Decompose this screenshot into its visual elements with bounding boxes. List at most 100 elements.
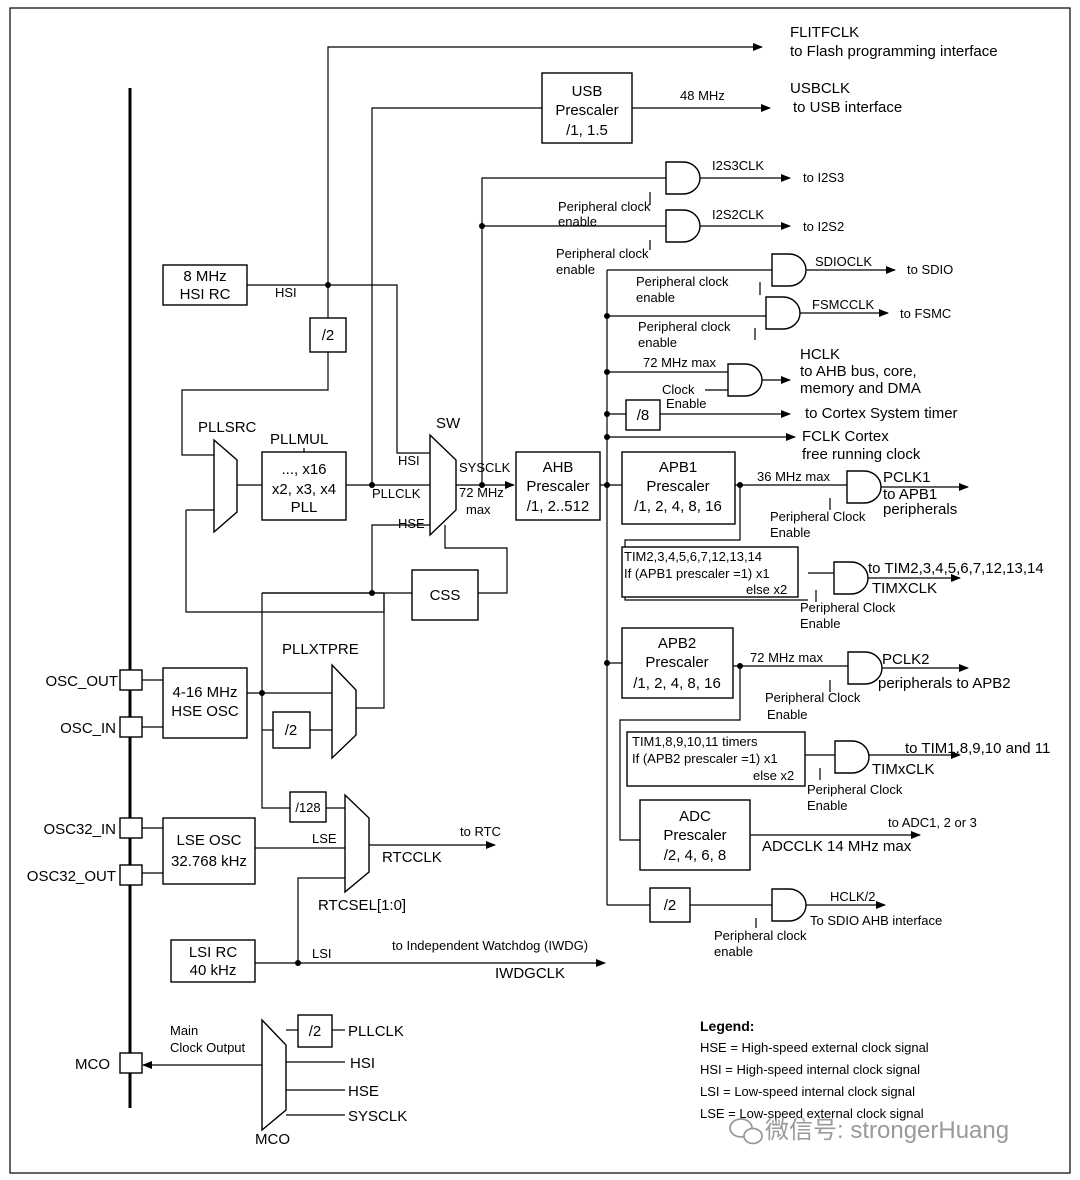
hclk2-and-gate <box>771 888 807 922</box>
pllsrc-label: PLLSRC <box>198 419 257 436</box>
legend-item-hse: HSE = High-speed external clock signal <box>700 1040 929 1055</box>
pclk2-enable-l1: Peripheral Clock <box>765 690 861 705</box>
css-box <box>411 569 479 621</box>
lse-osc-box <box>162 817 256 885</box>
tim-apb2-box <box>626 731 806 787</box>
adc-dest: to ADC1, 2 or 3 <box>888 815 977 830</box>
flitfclk-desc: to Flash programming interface <box>790 43 998 60</box>
mco-in-hse: HSE <box>348 1083 379 1100</box>
apb2-prescaler-values: /1, 2, 4, 8, 16 <box>633 675 721 692</box>
pllxtpre-div2: /2 <box>285 722 298 739</box>
pllsrc-mux <box>213 438 238 534</box>
iwdgclk-label: IWDGCLK <box>495 965 565 982</box>
sw-in-hsi: HSI <box>398 453 420 468</box>
pclk1-desc-2: peripherals <box>883 501 957 518</box>
sdio-dest: to SDIO <box>907 262 953 277</box>
flitfclk-title: FLITFCLK <box>790 24 859 41</box>
pclk2-label: PCLK2 <box>882 651 930 668</box>
usb-prescaler-box <box>541 72 633 144</box>
pin-osc32-out-label: OSC32_OUT <box>27 868 116 885</box>
mco-desc-1: Main <box>170 1023 198 1038</box>
lsi-rc-freq: 40 kHz <box>190 962 237 979</box>
rtc-div128: /128 <box>295 800 320 815</box>
pllmul-line2: x2, x3, x4 <box>272 481 336 498</box>
apb2-prescaler-label: Prescaler <box>645 654 708 671</box>
usbclk-label: USBCLK <box>790 80 850 97</box>
fsmc-dest: to FSMC <box>900 306 951 321</box>
lse-osc-freq: 32.768 kHz <box>171 853 247 870</box>
mco-mux-label: MCO <box>255 1131 290 1148</box>
rtc-div128-box <box>289 791 327 823</box>
pllxtpre-mux <box>331 663 357 760</box>
hclk-desc-1: to AHB bus, core, <box>800 363 917 380</box>
i2s3-enable-l1: Peripheral clock <box>558 199 651 214</box>
apb2-max: 72 MHz max <box>750 650 823 665</box>
sysclk-max-2: max <box>466 502 491 517</box>
hse-osc-freq: 4-16 MHz <box>172 684 237 701</box>
sdio-and-gate <box>771 253 807 287</box>
i2s3clk-label: I2S3CLK <box>712 158 764 173</box>
apb1-max: 36 MHz max <box>757 469 830 484</box>
pclk1-and-gate <box>846 470 882 504</box>
rtcsel-mux <box>344 793 370 894</box>
hsi-signal: HSI <box>275 285 297 300</box>
tim-apb1-line1: TIM2,3,4,5,6,7,12,13,14 <box>624 549 762 564</box>
legend-item-lse: LSE = Low-speed external clock signal <box>700 1106 924 1121</box>
pclk1-enable-l1: Peripheral Clock <box>770 509 866 524</box>
hclk2-enable-l2: enable <box>714 944 753 959</box>
systick-divider-box <box>625 399 661 431</box>
pin-osc-out-label: OSC_OUT <box>45 673 118 690</box>
adc-prescaler-title: ADC <box>679 808 711 825</box>
tim-apb1-dest: to TIM2,3,4,5,6,7,12,13,14 <box>868 560 1044 577</box>
sdio-enable-l1: Peripheral clock <box>636 274 729 289</box>
hclk-desc-2: memory and DMA <box>800 380 921 397</box>
hsi-rc-label: HSI RC <box>180 286 231 303</box>
fsmcclk-label: FSMCCLK <box>812 297 874 312</box>
i2s2-and-gate <box>665 209 701 243</box>
sdioclk-label: SDIOCLK <box>815 254 872 269</box>
fsmc-enable-l2: enable <box>638 335 677 350</box>
sdio-enable-l2: enable <box>636 290 675 305</box>
pllxtpre-div2-box <box>272 711 311 749</box>
hsi-div2-box <box>309 317 347 353</box>
mco-desc-2: Clock Output <box>170 1040 246 1055</box>
wechat-icon <box>729 1118 763 1145</box>
apb1-prescaler-label: Prescaler <box>646 478 709 495</box>
pclk1-desc-1: to APB1 <box>883 486 937 503</box>
pllmul-title: PLLMUL <box>270 431 328 448</box>
sysclk-max-1: 72 MHz <box>459 485 504 500</box>
hclk-enable-l1: Clock <box>662 382 695 397</box>
rtcclk-label: RTCCLK <box>382 849 442 866</box>
apb1-prescaler-values: /1, 2, 4, 8, 16 <box>634 498 722 515</box>
pin-osc-in-label: OSC_IN <box>60 720 116 737</box>
hclk-enable-l2: Enable <box>666 396 706 411</box>
tim-apb1-box <box>621 546 799 598</box>
ahb-prescaler-label: Prescaler <box>526 478 589 495</box>
rtc-dest: to RTC <box>460 824 501 839</box>
i2s2-enable-l1: Peripheral clock <box>556 246 649 261</box>
pclk1-label: PCLK1 <box>883 469 931 486</box>
hclk-and-gate <box>727 363 763 397</box>
adc-prescaler-label: Prescaler <box>663 827 726 844</box>
sw-mux <box>429 433 457 537</box>
timxclk-apb2-label: TIMxCLK <box>872 761 935 778</box>
usb-prescaler-values: /1, 1.5 <box>566 122 608 139</box>
hclk-div2: /2 <box>664 897 677 914</box>
hclk2-dest: To SDIO AHB interface <box>810 913 942 928</box>
adcclk-label: ADCCLK 14 MHz max <box>762 838 912 855</box>
lsi-rc-label: LSI RC <box>189 944 238 961</box>
diagram-frame <box>9 7 1071 1174</box>
pin-osc32-in-label: OSC32_IN <box>43 821 116 838</box>
pin-osc-in <box>119 716 143 738</box>
hclk-div2-box <box>649 887 691 923</box>
hse-osc-label: HSE OSC <box>171 703 239 720</box>
legend-item-hsi: HSI = High-speed internal clock signal <box>700 1062 920 1077</box>
legend-title: Legend: <box>700 1018 754 1034</box>
lsi-rc-box <box>170 939 256 983</box>
watermark-text: 微信号: strongerHuang <box>765 1117 1009 1144</box>
tim-apb2-line1: TIM1,8,9,10,11 timers <box>632 734 758 749</box>
hclk-max: 72 MHz max <box>643 355 716 370</box>
pin-osc32-out <box>119 864 143 886</box>
tim-apb1-enable-l2: Enable <box>800 616 840 631</box>
